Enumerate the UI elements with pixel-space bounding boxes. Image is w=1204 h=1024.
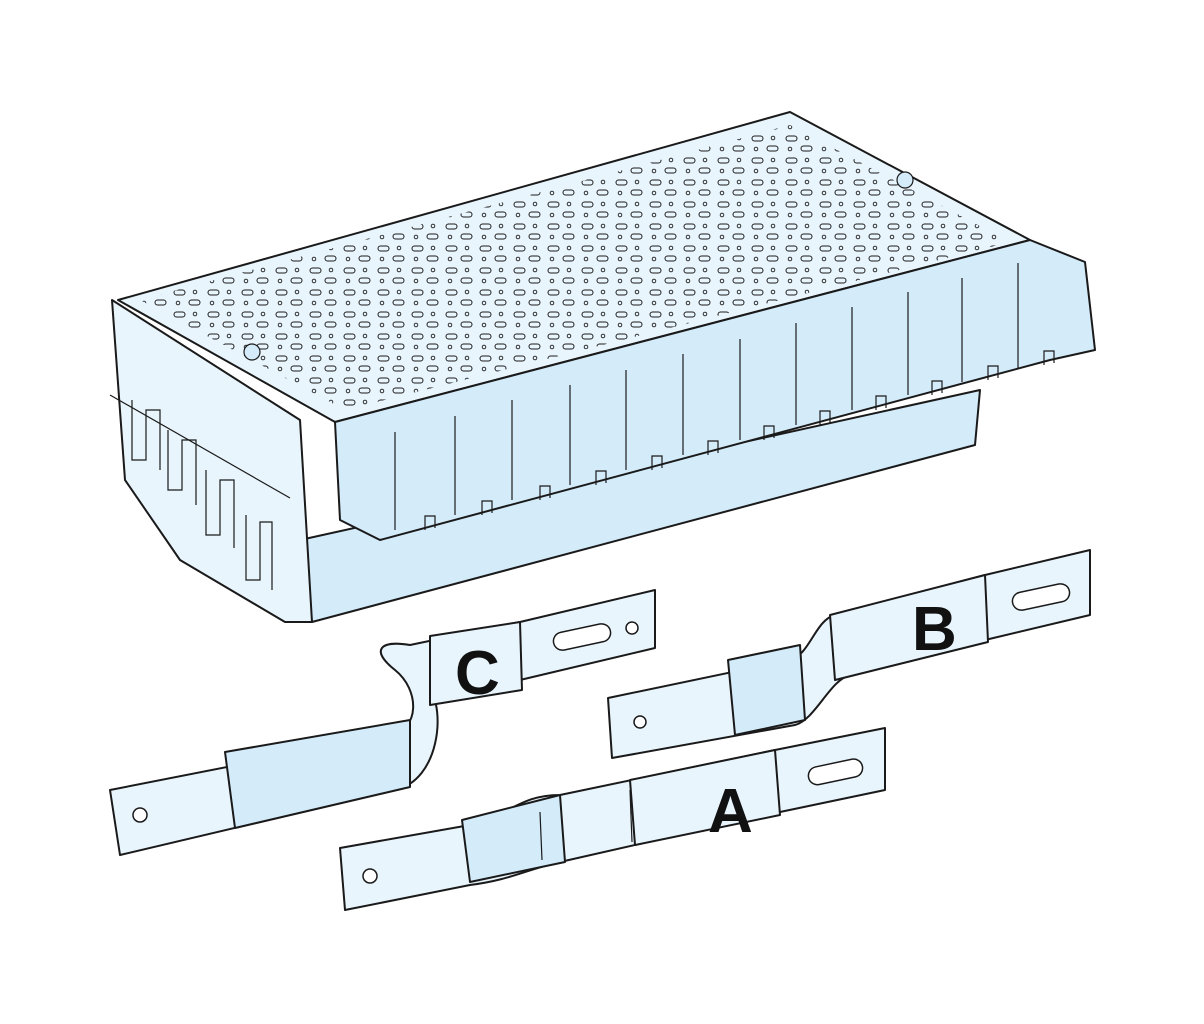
bar-b-slot bbox=[1011, 583, 1071, 611]
rib-notches bbox=[424, 350, 1055, 530]
busbar-b: B bbox=[607, 549, 1091, 759]
busbar-c: C bbox=[109, 589, 656, 856]
bar-c-slot bbox=[552, 623, 612, 651]
ribbed-front-face bbox=[334, 239, 1096, 541]
rib-dividers bbox=[394, 263, 1019, 530]
bar-c-label: C bbox=[455, 639, 500, 708]
housing-left-end bbox=[111, 299, 313, 623]
connector-clips bbox=[109, 394, 291, 590]
bar-b-sleeve bbox=[727, 644, 806, 736]
bar-c-label-plate bbox=[429, 621, 523, 706]
screw-icon bbox=[896, 171, 914, 189]
busbar-support-housing bbox=[109, 111, 1096, 623]
bar-b-hole bbox=[633, 715, 647, 729]
bar-c-hole bbox=[625, 621, 639, 635]
bar-c-end-hole bbox=[132, 807, 148, 823]
bar-a-label-plate bbox=[629, 749, 781, 846]
bar-a-sleeve bbox=[461, 794, 566, 883]
bar-b-label-plate bbox=[829, 574, 989, 681]
bar-a-slot bbox=[807, 758, 864, 786]
screw-icon bbox=[243, 343, 261, 361]
busbar-a: A bbox=[339, 727, 886, 911]
bar-a-hole bbox=[362, 868, 378, 884]
bar-a-label: A bbox=[708, 777, 753, 846]
perforation-pattern bbox=[140, 125, 1010, 410]
bar-b-label: B bbox=[912, 595, 957, 664]
bar-c-sleeve bbox=[224, 719, 411, 829]
